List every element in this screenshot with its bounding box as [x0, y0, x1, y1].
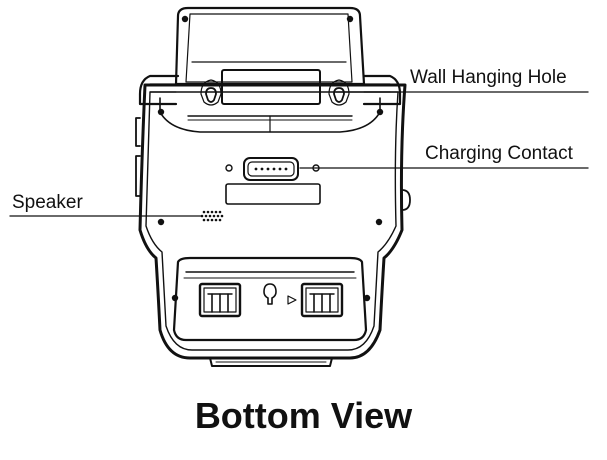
callout-wall-hanging-hole: Wall Hanging Hole	[410, 67, 567, 88]
wall-hanging-holes	[200, 79, 350, 106]
callout-speaker: Speaker	[12, 192, 83, 213]
callout-charging-contact: Charging Contact	[425, 143, 573, 164]
battery-latches	[198, 282, 344, 318]
label-plate	[221, 69, 321, 105]
diagram-title: Bottom View	[194, 395, 413, 436]
speaker-grille	[200, 210, 224, 222]
main-body	[135, 83, 411, 367]
leader-lines	[9, 91, 589, 217]
battery-compartment	[171, 256, 371, 342]
top-clip	[174, 6, 366, 86]
side-tabs	[138, 74, 402, 106]
charging-contact	[225, 157, 321, 205]
